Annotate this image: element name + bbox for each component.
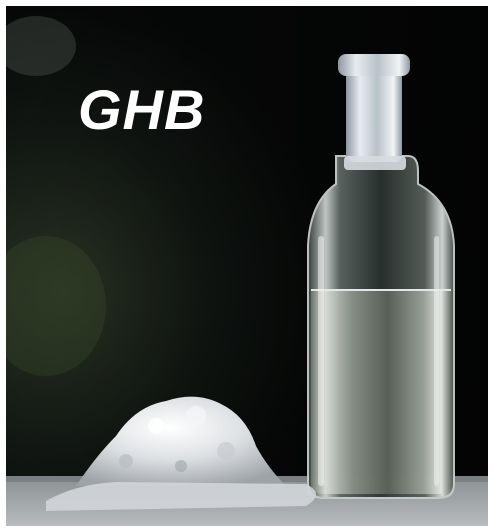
caption-text: GHB — [78, 78, 206, 141]
ghb-photo — [6, 6, 488, 526]
